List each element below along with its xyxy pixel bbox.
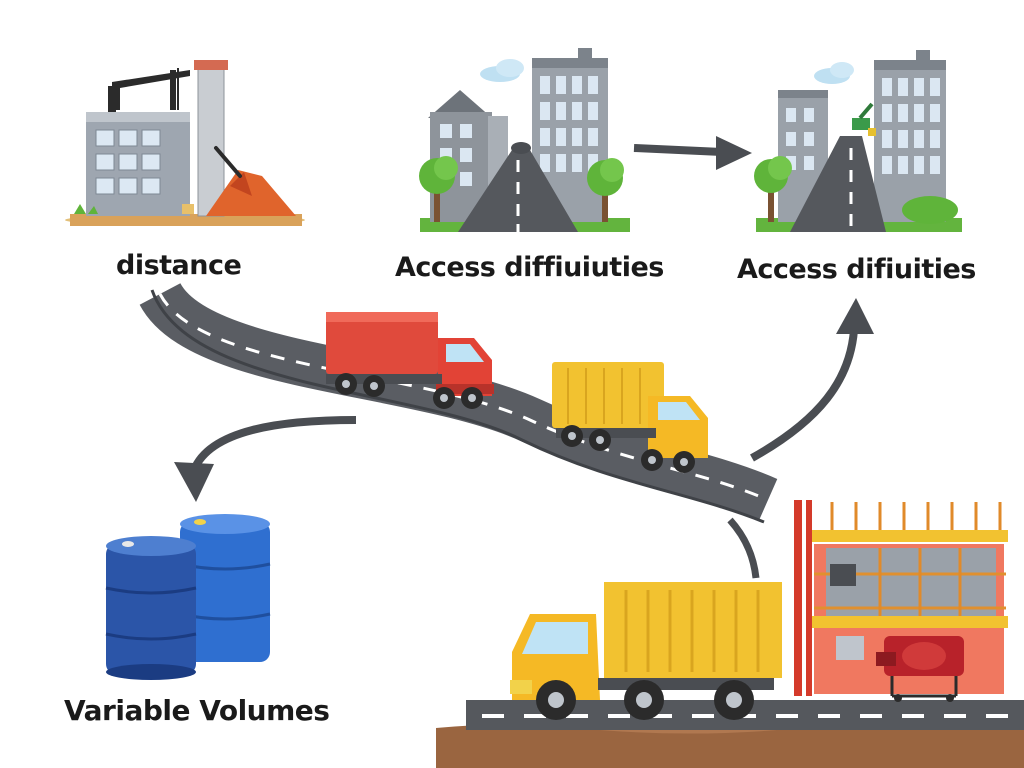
factory-plant-illustration xyxy=(65,60,305,226)
flow-arrow-down xyxy=(727,517,760,579)
label-variable-volumes: Variable Volumes xyxy=(64,694,330,727)
label-access-difficulties-1: Access diffiuiuties xyxy=(395,252,664,283)
winding-road xyxy=(139,281,778,524)
flow-arrow-up-right xyxy=(750,298,874,462)
flow-arrow-right xyxy=(633,136,752,170)
city-road-illustration-1 xyxy=(419,48,630,232)
city-road-illustration-2 xyxy=(754,50,962,232)
label-access-difficulties-2: Access difiuities xyxy=(737,254,976,285)
red-truck xyxy=(326,312,494,409)
construction-site-illustration xyxy=(436,500,1024,768)
label-distance: distance xyxy=(116,250,242,281)
barrels-illustration xyxy=(105,514,271,680)
flow-arrow-down-left xyxy=(174,416,357,502)
yellow-truck-small xyxy=(552,362,708,473)
